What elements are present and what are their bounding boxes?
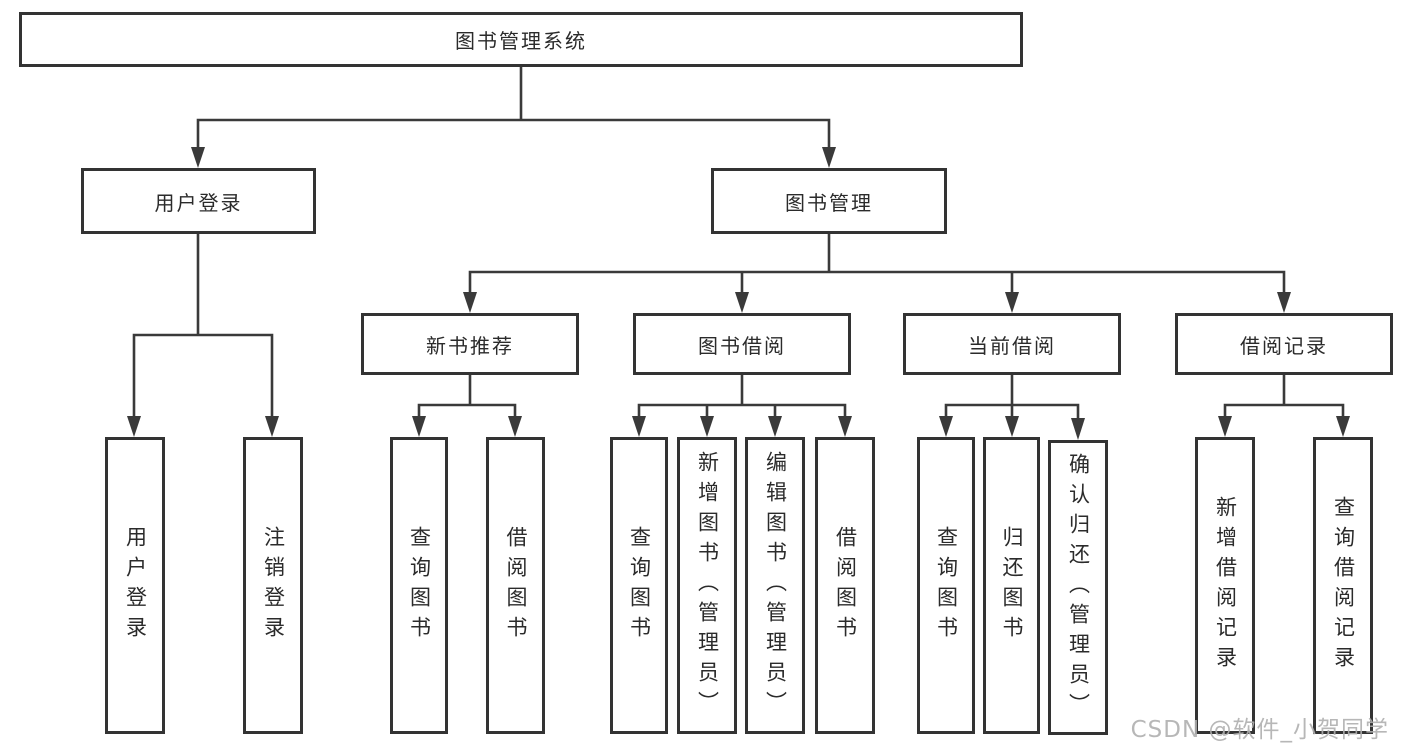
arrowhead <box>1005 292 1019 313</box>
node-book-management-branch: 图书管理 <box>711 168 947 234</box>
node-library-management-system: 图书管理系统 <box>19 12 1023 67</box>
arrowhead <box>463 292 477 313</box>
edge-records-to-leaves <box>1223 373 1345 418</box>
edge-borrow-to-leaves <box>637 373 847 418</box>
edge-mgmt-to-level3 <box>468 232 1286 296</box>
node-new-book-recommend: 新书推荐 <box>361 313 579 375</box>
arrowhead <box>735 292 749 313</box>
arrowhead <box>632 416 646 437</box>
arrowhead <box>508 416 522 437</box>
leaf-borrow-add-book-admin: 新增图书（管理员） <box>677 437 737 734</box>
csdn-watermark: CSDN @软件_小贺同学 <box>1130 717 1389 743</box>
arrowhead <box>412 416 426 437</box>
leaf-current-confirm-return-admin: 确认归还（管理员） <box>1048 440 1108 735</box>
leaf-newbook-query-book: 查询图书 <box>390 437 448 734</box>
edge-newbook-to-leaves <box>417 373 517 418</box>
arrowhead <box>700 416 714 437</box>
arrowhead <box>822 147 836 168</box>
arrowhead <box>1336 416 1350 437</box>
edge-root-to-level2 <box>196 65 831 151</box>
edge-login-to-leaves <box>132 232 274 418</box>
leaf-records-add-record: 新增借阅记录 <box>1195 437 1255 734</box>
node-borrowing-records: 借阅记录 <box>1175 313 1393 375</box>
arrowhead <box>265 416 279 437</box>
leaf-user-login: 用户登录 <box>105 437 165 734</box>
leaf-borrow-edit-book-admin: 编辑图书（管理员） <box>745 437 805 734</box>
leaf-newbook-borrow-book: 借阅图书 <box>486 437 545 734</box>
leaf-logout: 注销登录 <box>243 437 303 734</box>
arrowhead <box>191 147 205 168</box>
arrowhead <box>1071 418 1085 440</box>
arrowhead <box>1005 416 1019 437</box>
leaf-borrow-query-book: 查询图书 <box>610 437 668 734</box>
node-user-login-branch: 用户登录 <box>81 168 316 234</box>
arrowhead <box>1277 292 1291 313</box>
node-current-borrowing: 当前借阅 <box>903 313 1121 375</box>
leaf-borrow-borrow-book: 借阅图书 <box>815 437 875 734</box>
arrowhead <box>1218 416 1232 437</box>
arrowhead <box>838 416 852 437</box>
edge-current-to-leaves <box>944 373 1080 420</box>
leaf-records-query-record: 查询借阅记录 <box>1313 437 1373 734</box>
arrowhead <box>768 416 782 437</box>
leaf-current-query-book: 查询图书 <box>917 437 975 734</box>
arrowhead <box>939 416 953 437</box>
leaf-current-return-book: 归还图书 <box>983 437 1040 734</box>
node-book-borrowing: 图书借阅 <box>633 313 851 375</box>
arrowhead <box>127 416 141 437</box>
